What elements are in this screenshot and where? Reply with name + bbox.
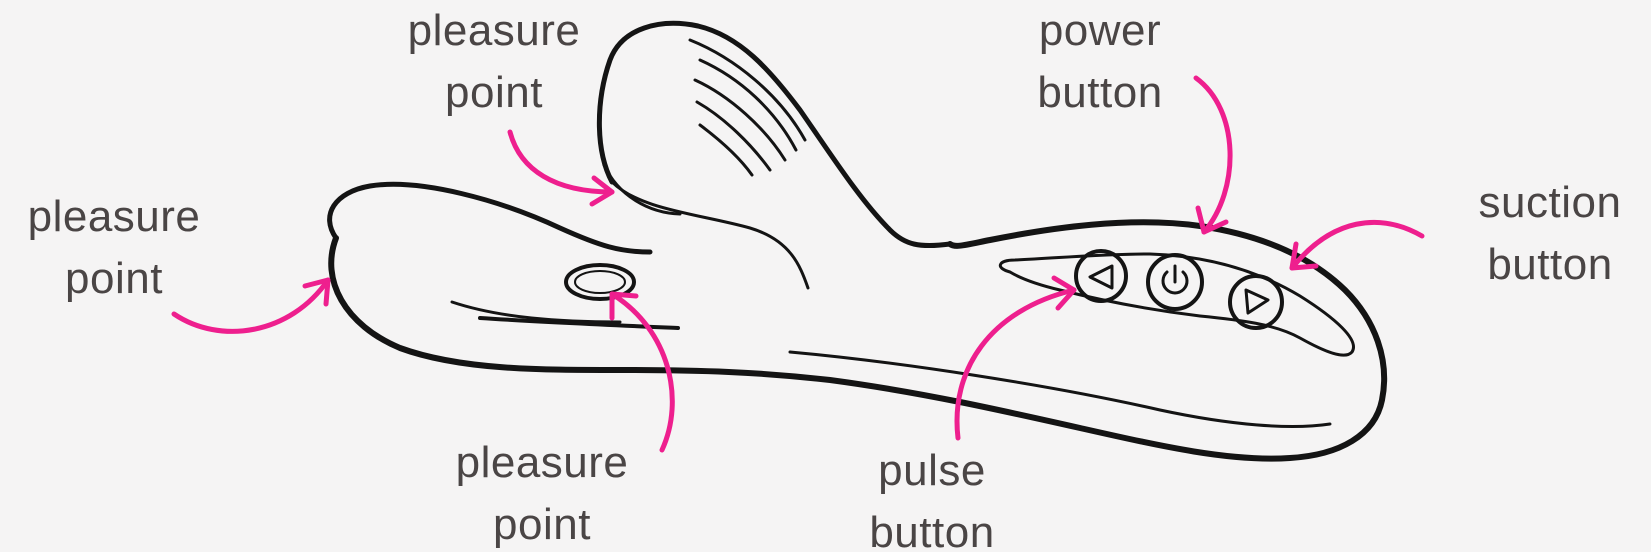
label-line: suction — [1450, 172, 1650, 234]
label-line: pleasure — [384, 0, 604, 62]
upper-arm-outline — [599, 23, 950, 288]
label-line: button — [1000, 62, 1200, 124]
label-pleasure-point-bottom: pleasure point — [432, 432, 652, 552]
arrow-power-button — [1196, 78, 1230, 232]
label-line: button — [1450, 234, 1650, 296]
label-line: power — [1000, 0, 1200, 62]
label-pleasure-point-left: pleasure point — [4, 186, 224, 310]
label-suction-button: suction button — [1450, 172, 1650, 296]
play-right-icon — [1230, 276, 1282, 328]
play-left-icon — [1076, 251, 1126, 301]
label-pleasure-point-top: pleasure point — [384, 0, 604, 124]
label-line: pleasure — [432, 432, 652, 494]
label-pulse-button: pulse button — [832, 440, 1032, 552]
label-line: point — [384, 62, 604, 124]
label-line: point — [4, 248, 224, 310]
label-line: button — [832, 502, 1032, 552]
label-line: pleasure — [4, 186, 224, 248]
label-power-button: power button — [1000, 0, 1200, 124]
main-body-outline — [330, 184, 1385, 458]
arrow-pleasure-point-top — [510, 132, 612, 204]
label-line: pulse — [832, 440, 1032, 502]
power-icon — [1148, 255, 1202, 309]
label-line: point — [432, 494, 652, 552]
